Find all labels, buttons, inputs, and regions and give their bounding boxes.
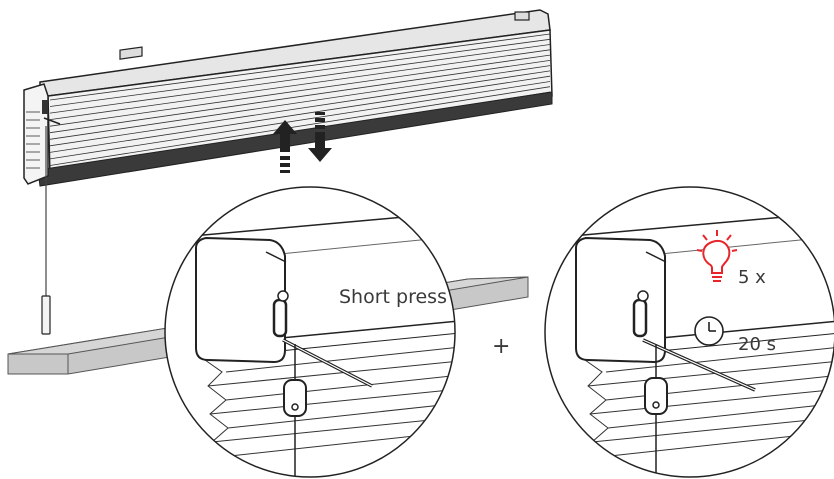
short-press-label: Short press <box>339 286 447 308</box>
pleat-line <box>49 81 551 160</box>
lightbulb-icon <box>696 230 738 282</box>
pleat-line <box>49 38 551 107</box>
duration-label: 20 s <box>738 334 776 355</box>
arrow-up-icon <box>273 120 297 173</box>
pleat-line <box>49 60 551 134</box>
pleat-line <box>49 44 551 114</box>
pleat-line <box>49 54 551 127</box>
detail-circle-reset: 5 x 20 s <box>544 186 834 478</box>
clock-icon <box>694 316 724 346</box>
pleat-line <box>49 86 551 166</box>
detail-circle-short-press: Short press <box>164 186 456 478</box>
pleated-blind <box>23 9 553 335</box>
arrow-down-icon <box>308 112 332 162</box>
cord-weight <box>41 295 51 335</box>
program-button <box>272 298 288 338</box>
plus-sign: + <box>492 334 510 359</box>
pleat-line <box>49 49 551 120</box>
pleat-line <box>49 70 551 147</box>
blink-count-label: 5 x <box>738 267 766 288</box>
pleat-line <box>49 75 551 153</box>
pleat-line <box>49 33 551 101</box>
led-indicator <box>277 290 289 302</box>
pleat-line <box>49 65 551 140</box>
